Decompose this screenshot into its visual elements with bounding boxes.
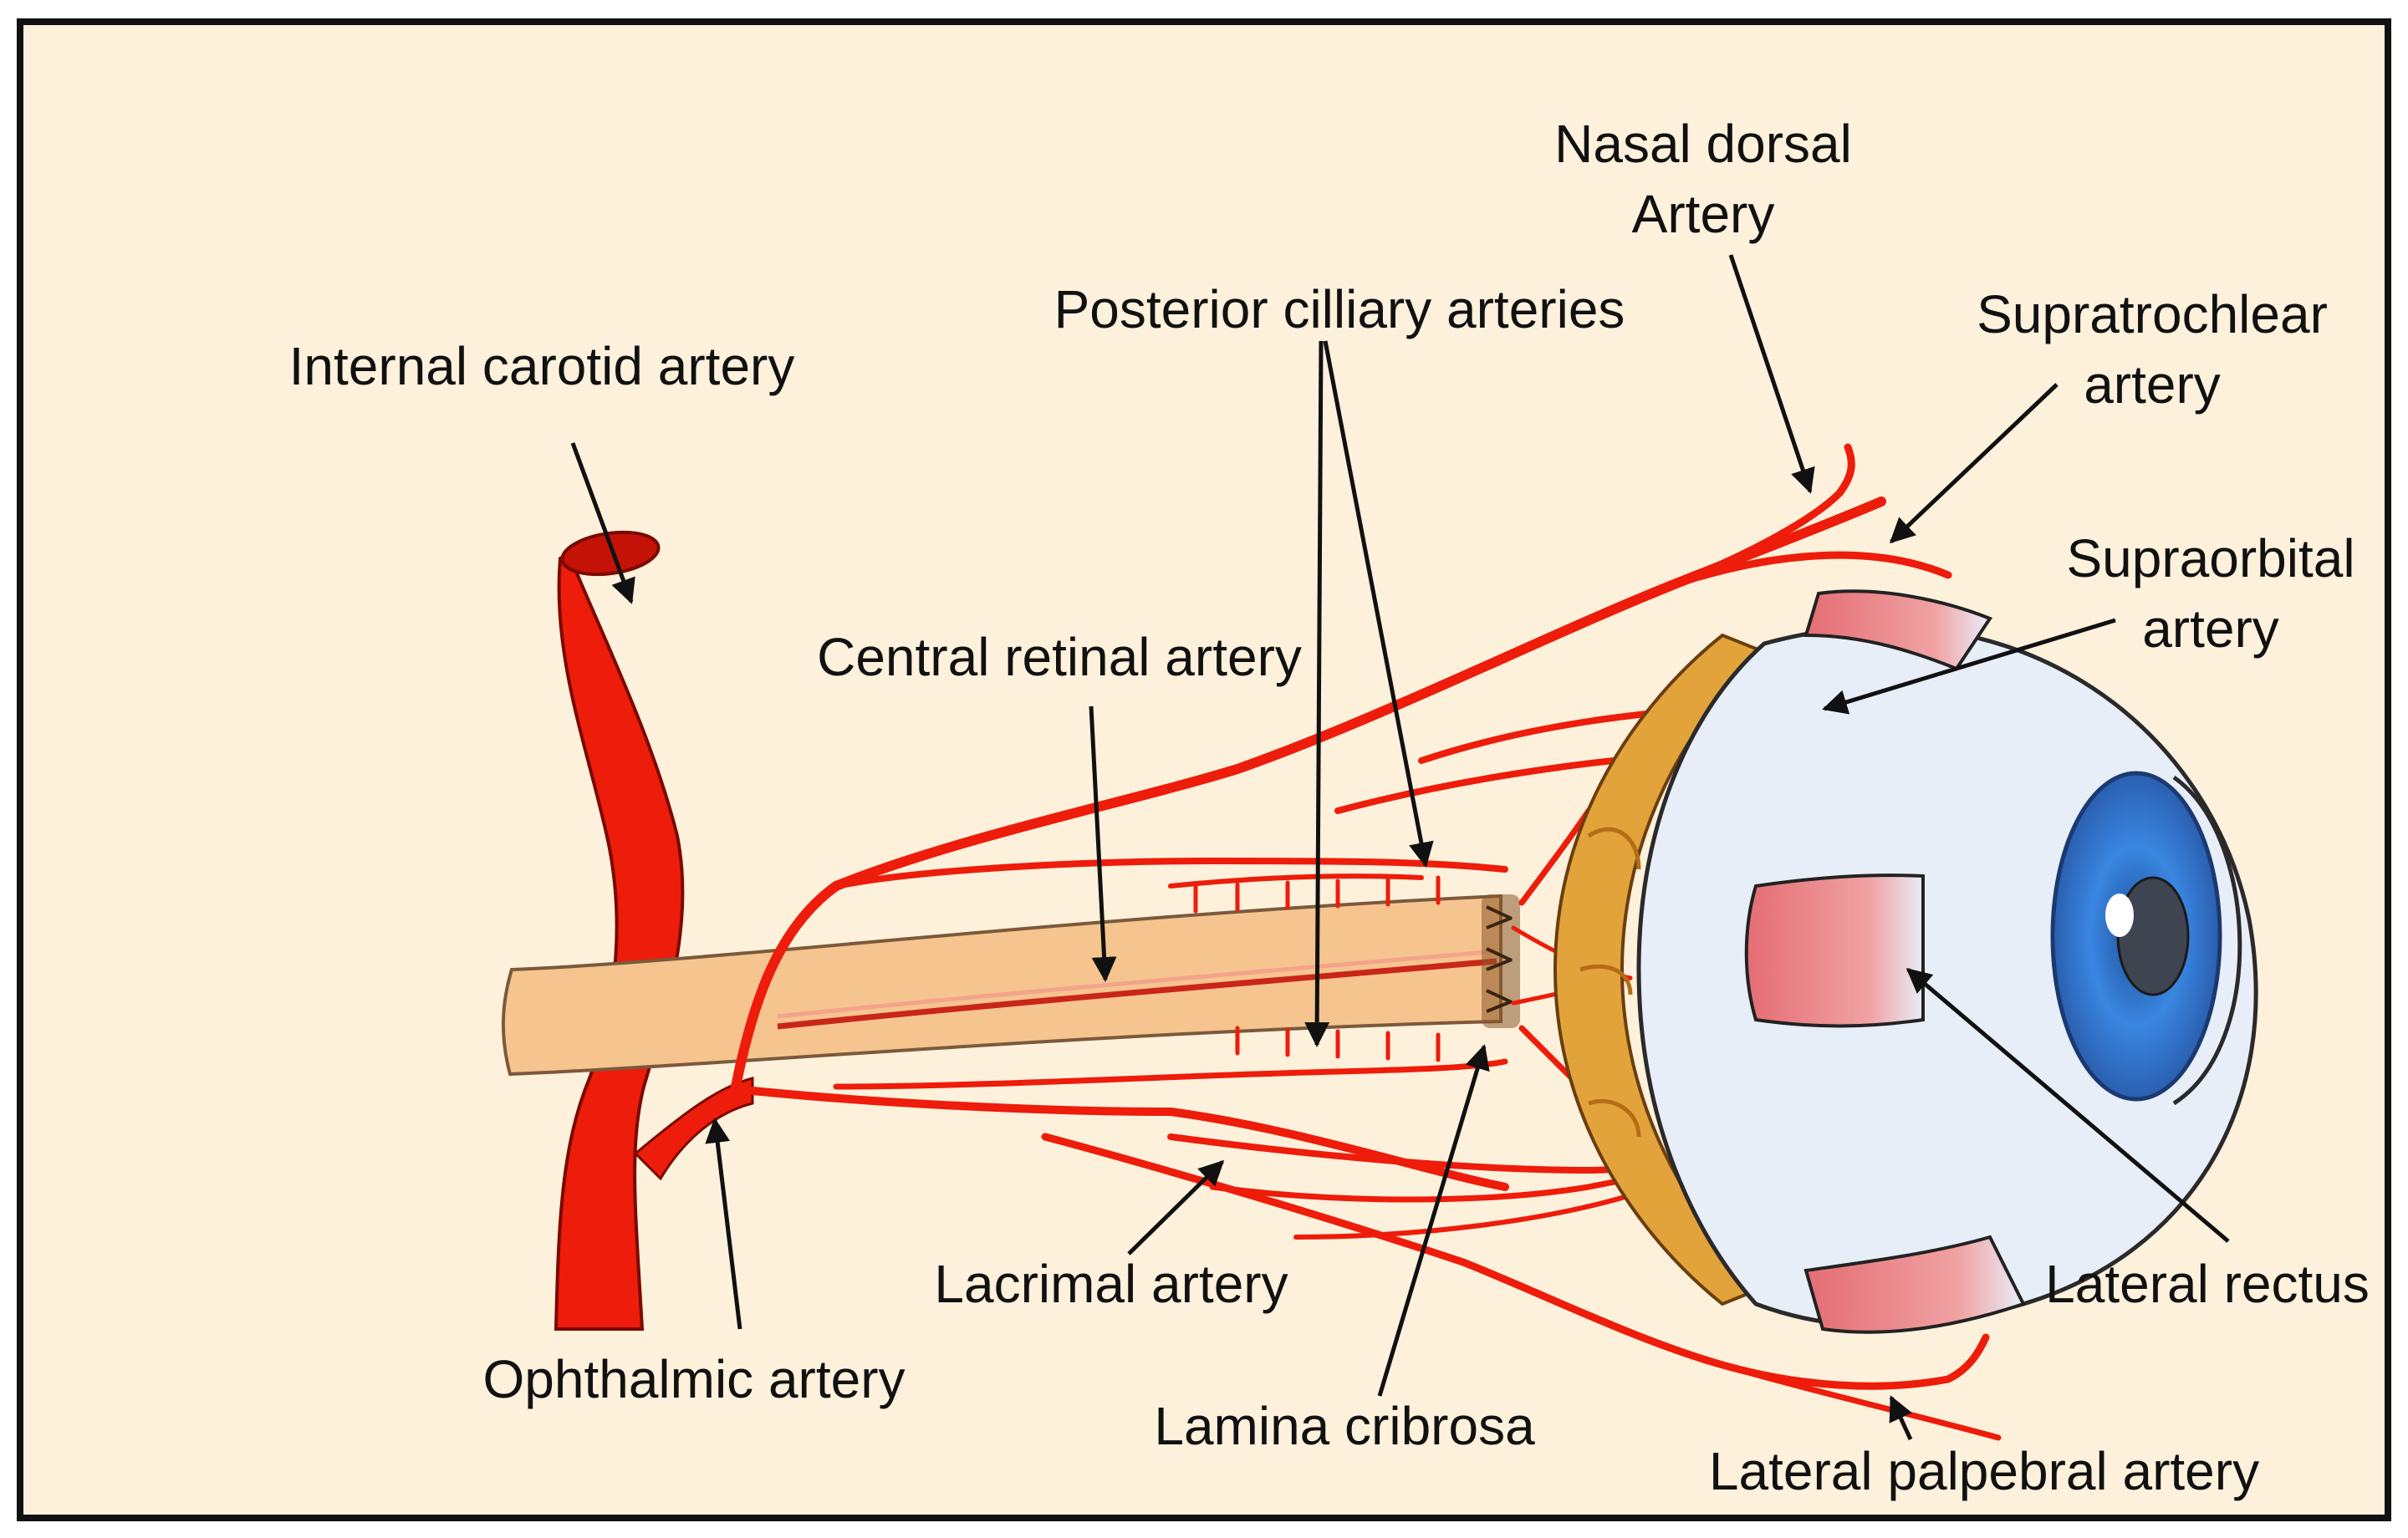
label-supraorbital-line1: Supraorbital <box>2066 528 2354 588</box>
label-posterior-ciliary: Posterior cilliary arteries <box>1054 279 1625 339</box>
arrow-supratrochlear <box>1889 383 2059 544</box>
arrow-lamina-cribrosa <box>1377 1044 1490 1397</box>
pupil <box>2116 876 2190 996</box>
arrow-ophthalmic <box>705 1118 742 1330</box>
arrow-posterior-ciliary-2 <box>1323 340 1434 868</box>
label-supratrochlear-line1: Supratrochlear <box>1977 284 2328 344</box>
label-ophthalmic: Ophthalmic artery <box>482 1349 905 1409</box>
arrow-central-retinal <box>1089 705 1117 982</box>
label-central-retinal: Central retinal artery <box>817 627 1302 687</box>
label-lateral-rectus: Lateral rectus <box>2045 1254 2370 1314</box>
arrow-nasal-dorsal <box>1728 254 1815 494</box>
arrow-lacrimal <box>1127 1159 1225 1255</box>
arrow-supraorbital <box>1822 618 2116 715</box>
label-supratrochlear-line2: artery <box>2084 354 2221 415</box>
arrow-lateral-palpebral <box>1889 1395 1913 1441</box>
label-supraorbital-line2: artery <box>2142 598 2279 659</box>
label-lateral-palpebral: Lateral palpebral artery <box>1709 1441 2259 1501</box>
label-lacrimal: Lacrimal artery <box>934 1254 1288 1314</box>
eyeball <box>1553 589 2258 1334</box>
arrow-posterior-ciliary-1 <box>1304 340 1330 1047</box>
label-lamina-cribrosa: Lamina cribrosa <box>1154 1396 1535 1456</box>
internal-carotid-vessel <box>554 530 754 1331</box>
arrow-internal-carotid <box>570 442 635 604</box>
labels: Nasal dorsal Artery Posterior cilliary a… <box>289 114 2370 1501</box>
label-internal-carotid: Internal carotid artery <box>289 336 795 396</box>
arrow-lateral-rectus <box>1905 968 2230 1243</box>
leader-lines <box>570 254 2230 1441</box>
lateral-rectus-muscle <box>1744 873 1925 1028</box>
label-nasal-dorsal-line2: Artery <box>1632 184 1775 244</box>
label-nasal-dorsal-line1: Nasal dorsal <box>1554 114 1852 174</box>
